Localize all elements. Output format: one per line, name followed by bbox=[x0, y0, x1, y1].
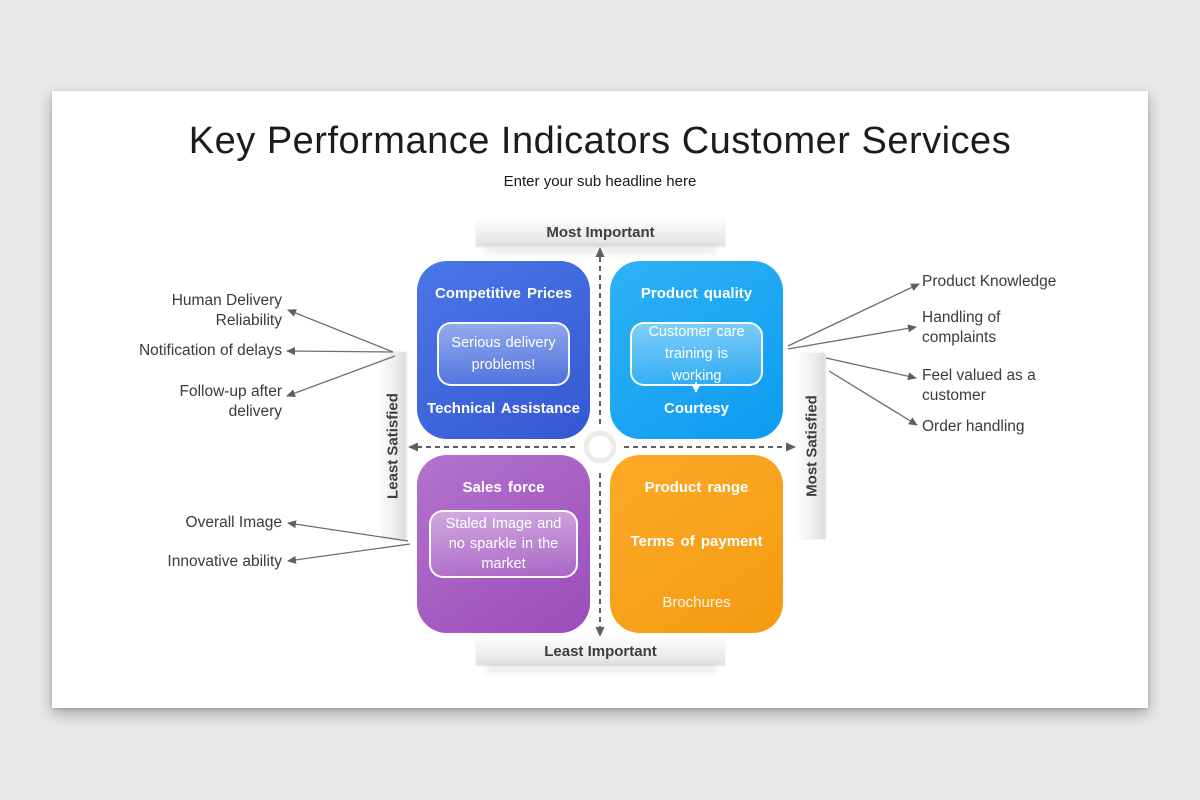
annotation-innovative-ability: Innovative ability bbox=[167, 553, 282, 570]
axis-label-left-text: Least Satisfied bbox=[384, 393, 402, 499]
page-title: Key Performance Indicators Customer Serv… bbox=[188, 120, 1012, 162]
axis-label-least-important: Least Important bbox=[476, 638, 725, 665]
quadrant-br-middle: Terms of payment bbox=[630, 533, 763, 550]
annotation-feel-valued-as-customer: Feel valued as a customer bbox=[922, 367, 1036, 404]
annotation-notification-of-delays: Notification of delays bbox=[138, 342, 282, 359]
axis-label-bottom-text: Least Important bbox=[544, 643, 657, 660]
quadrant-br-footer: Brochures bbox=[662, 594, 731, 611]
quadrant-bl-title: Sales force bbox=[462, 479, 545, 496]
quadrant-tl-title: Competitive Prices bbox=[434, 285, 573, 302]
annotation-handling-of-complaints: Handling of complaints bbox=[922, 309, 1001, 346]
quadrant-top-left: Competitive Prices Serious delivery prob… bbox=[417, 261, 590, 439]
quadrant-bottom-right: Product range Terms of payment Brochures bbox=[610, 455, 783, 633]
axis-label-most-important: Most Important bbox=[476, 219, 725, 246]
axis-label-top-text: Most Important bbox=[546, 224, 655, 241]
quadrant-tl-footer: Technical Assistance bbox=[427, 400, 580, 417]
annotation-product-knowledge: Product Knowledge bbox=[922, 273, 1057, 290]
axis-label-most-satisfied: Most Satisfied bbox=[799, 353, 825, 539]
quadrant-tr-title: Product quality bbox=[640, 285, 753, 302]
quadrant-bottom-left: Sales force Staled Image and no sparkle … bbox=[417, 455, 590, 633]
quadrant-tr-footer: Courtesy bbox=[663, 400, 730, 417]
quadrant-top-right: Product quality Customer care training i… bbox=[610, 261, 783, 439]
quadrant-br-title: Product range bbox=[644, 479, 749, 496]
axis-label-least-satisfied: Least Satisfied bbox=[380, 352, 406, 540]
axis-label-right-text: Most Satisfied bbox=[803, 395, 821, 497]
annotation-human-delivery-reliability: Human Delivery Reliability bbox=[171, 292, 282, 329]
quadrant-tl-note: Serious delivery problems! bbox=[437, 322, 570, 386]
annotation-overall-image: Overall Image bbox=[185, 514, 282, 531]
annotation-order-handling: Order handling bbox=[922, 418, 1025, 435]
quadrant-bl-note: Staled Image and no sparkle in the marke… bbox=[429, 510, 578, 578]
annotation-follow-up-after-delivery: Follow-up after delivery bbox=[179, 383, 282, 420]
page-subtitle: Enter your sub headline here bbox=[503, 173, 697, 190]
quadrant-tr-note: Customer care training is working bbox=[630, 322, 763, 386]
